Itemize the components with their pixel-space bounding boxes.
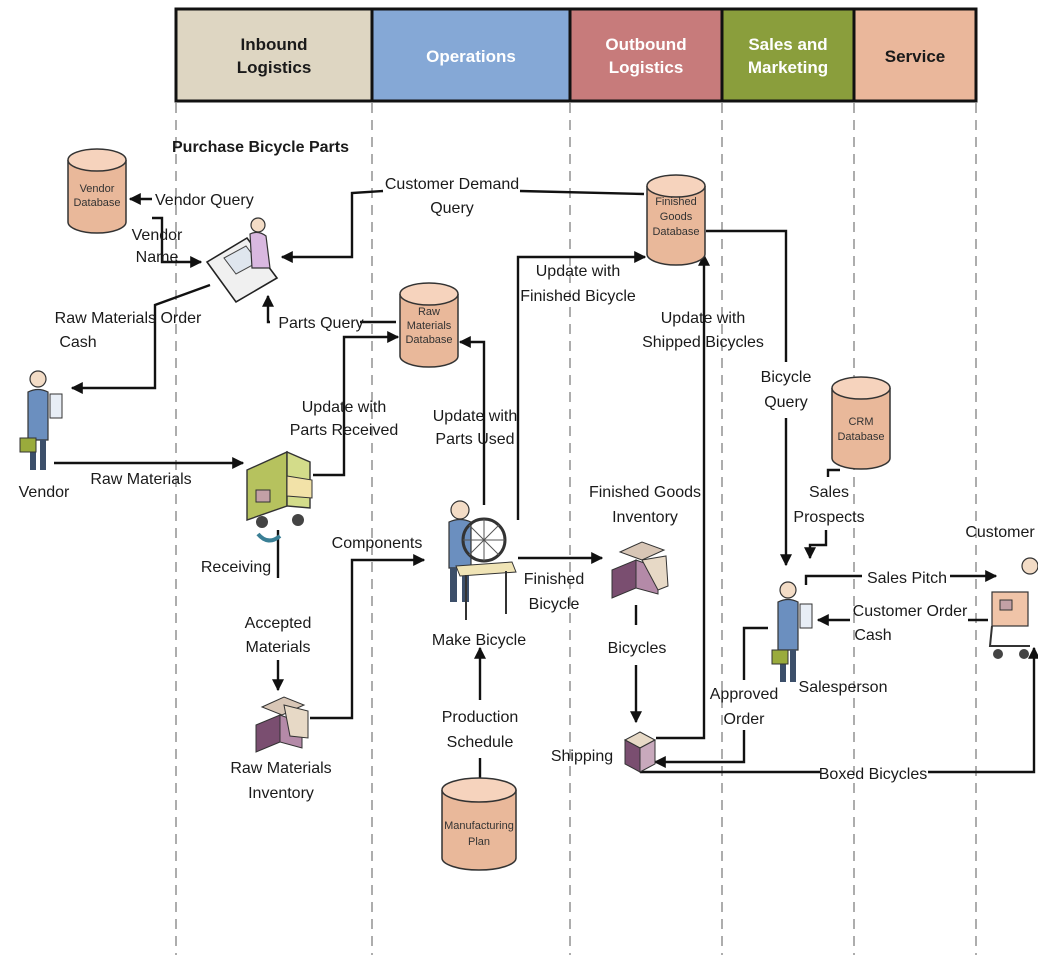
actor-label-make-bicycle: Make Bicycle xyxy=(432,632,526,649)
actor-label-vendor: Vendor xyxy=(19,484,70,501)
bicycle-maker-icon xyxy=(448,500,517,620)
raw-materials-database: Raw Materials Database xyxy=(399,282,459,368)
lane-label: Logistics xyxy=(609,58,684,77)
lane-sales-marketing xyxy=(720,7,856,103)
actor-label-shipping: Shipping xyxy=(551,748,613,765)
database-label: Manufacturing xyxy=(444,820,514,832)
customer-cart-icon xyxy=(988,557,1038,659)
label-update-parts-received: Update with xyxy=(302,399,387,416)
label-customer-demand-query: Query xyxy=(430,200,474,217)
label-bicycle-query: Query xyxy=(764,394,808,411)
database-label: Plan xyxy=(468,836,490,848)
database-label: CRM xyxy=(848,416,873,428)
label-raw-materials-order: Raw Materials Order xyxy=(55,310,202,327)
flow-arrows xyxy=(54,189,1038,778)
label-customer-demand-query: Customer Demand xyxy=(385,176,519,193)
lane-inbound-logistics xyxy=(174,7,374,103)
label-parts-query: Parts Query xyxy=(278,315,363,332)
label-approved-order: Approved xyxy=(710,686,779,703)
database-label: Raw xyxy=(418,306,440,318)
diagram-subtitle: Purchase Bicycle Parts xyxy=(172,139,349,156)
label-boxed-bicycles: Boxed Bicycles xyxy=(819,766,928,783)
lane-dividers xyxy=(175,103,977,955)
raw-materials-boxes-icon xyxy=(255,696,309,753)
actor-label-receiving: Receiving xyxy=(201,559,271,576)
label-accepted-materials: Accepted xyxy=(245,615,312,632)
database-label: Vendor xyxy=(80,183,115,195)
label-raw-materials-inventory: Raw Materials xyxy=(230,760,331,777)
lane-label: Logistics xyxy=(237,58,312,77)
lane-operations xyxy=(370,7,572,103)
lane-label: Operations xyxy=(426,47,516,66)
label-components: Components xyxy=(332,535,423,552)
lane-label: Outbound xyxy=(605,35,686,54)
label-update-shipped-bicycles: Shipped Bicycles xyxy=(642,334,764,351)
actor-labels: Vendor Customer Salesperson Receiving Ma… xyxy=(19,484,1036,765)
vendor-database: Vendor Database xyxy=(67,148,127,234)
lane-label: Marketing xyxy=(748,58,828,77)
database-label: Materials xyxy=(407,320,452,332)
label-finished-goods-inventory: Inventory xyxy=(612,509,678,526)
salesperson-icon xyxy=(771,581,813,682)
actor-label-customer: Customer xyxy=(965,524,1035,541)
lane-label: Sales and xyxy=(748,35,827,54)
lane-outbound-logistics xyxy=(568,7,724,103)
label-update-parts-received: Parts Received xyxy=(290,422,399,439)
label-finished-bicycle: Bicycle xyxy=(529,596,580,613)
lane-service xyxy=(852,7,978,103)
crm-database: CRM Database xyxy=(831,376,891,470)
database-label: Database xyxy=(73,197,120,209)
database-label: Finished xyxy=(655,196,697,208)
lane-header: Inbound Logistics Operations Outbound Lo… xyxy=(174,7,978,103)
label-finished-goods-inventory: Finished Goods xyxy=(589,484,701,501)
label-customer-order-cash: Cash xyxy=(854,627,891,644)
label-update-parts-used: Parts Used xyxy=(435,431,514,448)
lane-label: Inbound xyxy=(240,35,307,54)
purchaser-at-desk-icon xyxy=(205,217,279,304)
label-production-schedule: Schedule xyxy=(447,734,514,751)
database-label: Database xyxy=(405,334,452,346)
label-bicycle-query: Bicycle xyxy=(761,369,812,386)
shipping-box-icon xyxy=(623,731,657,773)
database-label: Goods xyxy=(660,211,693,223)
finished-goods-boxes-icon xyxy=(611,541,669,599)
label-finished-bicycle: Finished xyxy=(524,571,584,588)
receiving-truck-icon xyxy=(246,450,313,543)
label-vendor-name: Name xyxy=(136,249,179,266)
vendor-person-icon xyxy=(19,370,63,470)
label-sales-pitch: Sales Pitch xyxy=(867,570,947,587)
label-raw-materials-inventory: Inventory xyxy=(248,785,314,802)
lane-label: Service xyxy=(885,47,946,66)
label-update-parts-used: Update with xyxy=(433,408,518,425)
label-raw-materials-order: Cash xyxy=(59,334,96,351)
label-customer-order-cash: Customer Order xyxy=(853,603,968,620)
label-vendor-query: Vendor Query xyxy=(155,192,254,209)
finished-goods-database: Finished Goods Database xyxy=(646,174,706,266)
manufacturing-plan-database: Manufacturing Plan xyxy=(441,777,517,871)
database-label: Database xyxy=(837,431,884,443)
label-accepted-materials: Materials xyxy=(246,639,311,656)
label-sales-prospects: Prospects xyxy=(793,509,864,526)
label-bicycles: Bicycles xyxy=(608,640,667,657)
label-vendor-name: Vendor xyxy=(132,227,183,244)
label-update-shipped-bicycles: Update with xyxy=(661,310,746,327)
actor-label-salesperson: Salesperson xyxy=(799,679,888,696)
label-sales-prospects: Sales xyxy=(809,484,849,501)
database-label: Database xyxy=(652,226,699,238)
label-production-schedule: Production xyxy=(442,709,519,726)
label-approved-order: Order xyxy=(724,711,766,728)
label-update-finished-bicycle: Finished Bicycle xyxy=(520,288,636,305)
label-update-finished-bicycle: Update with xyxy=(536,263,621,280)
label-raw-materials: Raw Materials xyxy=(90,471,191,488)
flow-labels: Vendor Query Vendor Name Customer Demand… xyxy=(55,176,968,802)
